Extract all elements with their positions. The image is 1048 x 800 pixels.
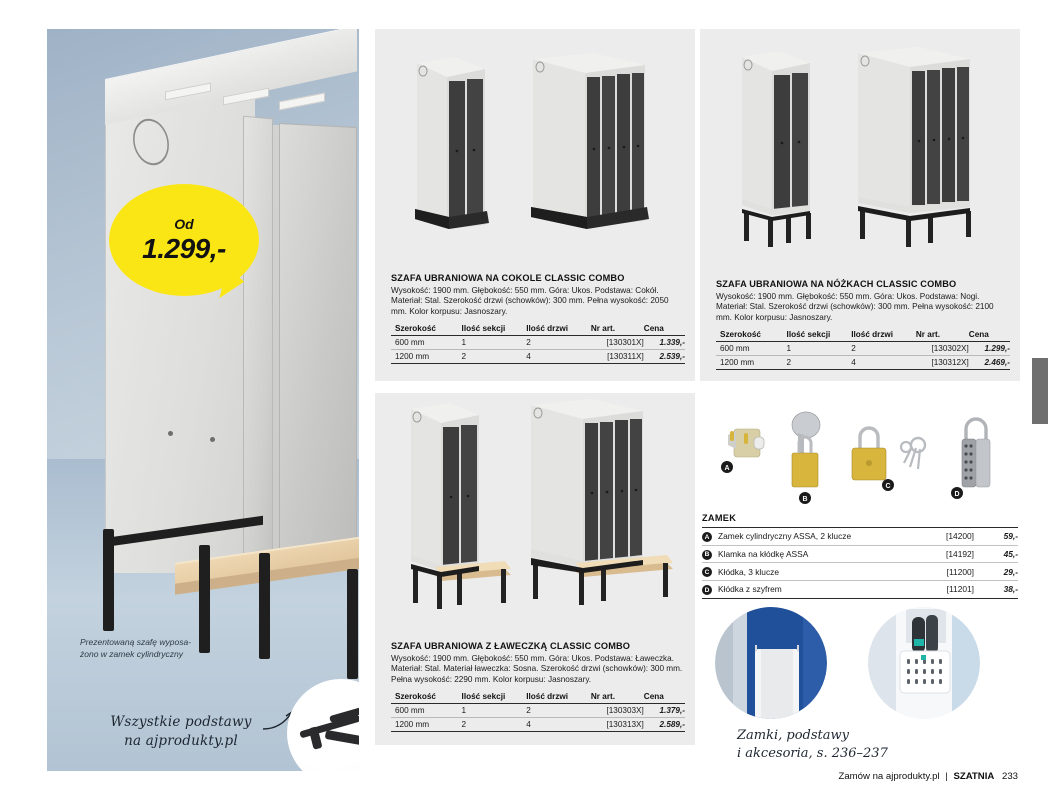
product-description: Wysokość: 1900 mm. Głębokość: 550 mm. Gó… [391, 286, 669, 316]
lock-marker-b: B [702, 545, 718, 564]
lock-art-no: [14192] [914, 545, 974, 564]
col-price: Cena [643, 322, 685, 336]
locker-door-left [243, 115, 273, 567]
lock-name: Klamka na kłódkę ASSA [718, 545, 914, 564]
lock-art-no: [11200] [914, 562, 974, 582]
footer-section: SZATNIA [953, 771, 995, 782]
lock-marker-c: C [702, 562, 718, 582]
bottom-right-note: Zamki, podstawy i akcesoria, s. 236–237 [737, 728, 888, 761]
lock-row: C Kłódka, 3 klucze [11200] 29,- [702, 562, 1018, 582]
lock-section-heading: ZAMEK [702, 513, 737, 523]
lock-photos: A B [700, 405, 1020, 510]
lock-price-table: A Zamek cylindryczny ASSA, 2 klucze [142… [702, 527, 1018, 599]
lock-row: D Kłódka z szyfrem [11201] 38,- [702, 580, 1018, 599]
lock-price: 45,- [974, 545, 1018, 564]
col-artno: Nr art. [590, 690, 644, 704]
svg-text:A: A [724, 465, 729, 472]
product-photo-cokol [375, 29, 695, 267]
col-doors: Ilość drzwi [526, 322, 591, 336]
product-panel-laweczka: SZAFA UBRANIOWA Z ŁAWECZKĄ CLASSIC COMBO… [375, 393, 695, 745]
product-panel-nozki: SZAFA UBRANIOWA NA NÓŻKACH CLASSIC COMBO… [700, 29, 1020, 381]
svg-text:C: C [885, 483, 890, 490]
lock-section: A B [700, 393, 1020, 599]
col-price: Cena [643, 690, 685, 704]
locker-door-open [279, 122, 357, 572]
col-width: Szerokość [716, 328, 787, 342]
table-row: 1200 mm 2 4 [130313X] 2.589,- [391, 717, 685, 732]
leg-3 [259, 553, 270, 659]
col-sections: Ilość sekcji [786, 328, 852, 342]
product-title: SZAFA UBRANIOWA NA NÓŻKACH CLASSIC COMBO [716, 279, 957, 289]
hero-photo-open-locker: Od 1.299,- Prezentowaną szafę wyposa- żo… [47, 29, 359, 771]
col-artno: Nr art. [590, 322, 644, 336]
table-header-row: Szerokość Ilość sekcji Ilość drzwi Nr ar… [716, 328, 1010, 342]
lock-marker-a: A [702, 527, 718, 546]
lock-price: 59,- [974, 527, 1018, 546]
cylinder-lock-icon: A [721, 428, 765, 473]
spec-table: Szerokość Ilość sekcji Ilość drzwi Nr ar… [716, 328, 1010, 370]
circle-photo-towel-locker [715, 607, 827, 719]
combination-padlock-icon: D [951, 417, 991, 499]
col-artno: Nr art. [915, 328, 969, 342]
lock-name: Kłódka, 3 klucze [718, 562, 914, 582]
footer-page-number: 233 [1001, 771, 1018, 782]
lock-price: 29,- [974, 562, 1018, 582]
padlock-keys-icon: C [851, 426, 927, 491]
product-photo-laweczka [375, 393, 695, 631]
table-header-row: Szerokość Ilość sekcji Ilość drzwi Nr ar… [391, 322, 685, 336]
svg-text:D: D [954, 491, 959, 498]
table-row: 600 mm 1 2 [130302X] 1.299,- [716, 341, 1010, 356]
product-panel-cokol: SZAFA UBRANIOWA NA COKOLE CLASSIC COMBO … [375, 29, 695, 381]
page-footer: Zamów na ajprodukty.pl | SZATNIA 233 [838, 771, 1018, 782]
handwritten-note: Wszystkie podstawy na ajprodukty.pl [110, 714, 252, 749]
svg-text:B: B [802, 496, 807, 503]
hero-caption: Prezentowaną szafę wyposa- żono w zamek … [80, 637, 192, 659]
spec-table: Szerokość Ilość sekcji Ilość drzwi Nr ar… [391, 322, 685, 364]
table-header-row: Szerokość Ilość sekcji Ilość drzwi Nr ar… [391, 690, 685, 704]
col-sections: Ilość sekcji [461, 322, 527, 336]
locker-body [105, 91, 255, 573]
lock-price: 38,- [974, 580, 1018, 599]
lock-marker-d: D [702, 580, 718, 599]
product-description: Wysokość: 1900 mm. Głębokość: 550 mm. Gó… [391, 654, 683, 684]
table-row: 600 mm 1 2 [130301X] 1.339,- [391, 335, 685, 350]
leg-4 [347, 569, 358, 679]
product-title: SZAFA UBRANIOWA Z ŁAWECZKĄ CLASSIC COMBO [391, 641, 631, 651]
footer-order-text: Zamów na ajprodukty.pl [838, 771, 940, 782]
product-title: SZAFA UBRANIOWA NA COKOLE CLASSIC COMBO [391, 273, 625, 283]
col-doors: Ilość drzwi [526, 690, 591, 704]
lock-name: Zamek cylindryczny ASSA, 2 klucze [718, 527, 914, 546]
ventilation-hole-icon [133, 115, 169, 169]
lock-art-no: [14200] [914, 527, 974, 546]
price-amount: 1.299,- [142, 232, 226, 264]
price-prefix: Od [174, 215, 194, 232]
product-description: Wysokość: 1900 mm. Głębokość: 550 mm. Gó… [716, 292, 994, 322]
lock-row: B Klamka na kłódkę ASSA [14192] 45,- [702, 545, 1018, 564]
col-sections: Ilość sekcji [461, 690, 527, 704]
col-price: Cena [968, 328, 1010, 342]
lock-row: A Zamek cylindryczny ASSA, 2 klucze [142… [702, 527, 1018, 546]
footer-separator: | [945, 771, 948, 782]
table-row: 600 mm 1 2 [130303X] 1.379,- [391, 703, 685, 718]
circle-photo-basket-toiletries [868, 607, 980, 719]
price-bubble: Od 1.299,- [109, 184, 259, 296]
table-row: 1200 mm 2 4 [130312X] 2.469,- [716, 355, 1010, 370]
leg-2 [199, 545, 210, 653]
product-photo-nozki [700, 29, 1020, 267]
table-row: 1200 mm 2 4 [130311X] 2.539,- [391, 349, 685, 364]
padlock-handle-icon: B [791, 411, 821, 504]
lock-art-no: [11201] [914, 580, 974, 599]
col-width: Szerokość [391, 690, 462, 704]
spec-table: Szerokość Ilość sekcji Ilość drzwi Nr ar… [391, 690, 685, 732]
page-edge-tab [1032, 358, 1048, 424]
col-doors: Ilość drzwi [851, 328, 916, 342]
leg-1 [103, 529, 114, 631]
lock-name: Kłódka z szyfrem [718, 580, 914, 599]
col-width: Szerokość [391, 322, 462, 336]
